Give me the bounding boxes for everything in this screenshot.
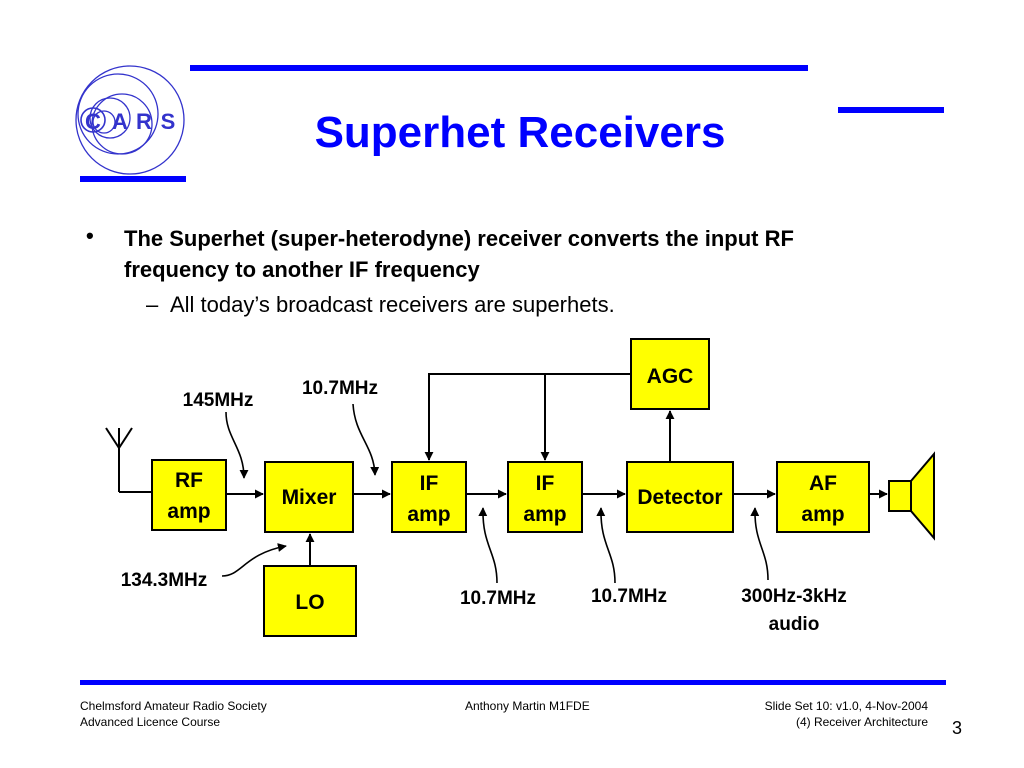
speaker-icon bbox=[888, 451, 935, 541]
detector-block bbox=[626, 461, 734, 533]
af-amp-label-line1: AF bbox=[809, 472, 837, 495]
if1-freq-callout bbox=[478, 507, 498, 584]
antenna-icon bbox=[105, 427, 133, 492]
audio-freq-label-line2: audio bbox=[769, 614, 820, 635]
footer-left: Chelmsford Amateur Radio Society Advance… bbox=[80, 698, 267, 730]
if-amp-2-label-line1: IF bbox=[536, 472, 555, 495]
mixer-freq-callout bbox=[352, 403, 380, 476]
audio-freq-callout bbox=[750, 507, 769, 581]
logo-letter-a: A bbox=[112, 109, 128, 134]
audio-freq-label-line1: 300Hz-3kHz bbox=[741, 586, 847, 607]
if-amp-2-block bbox=[507, 461, 583, 533]
footer-rule bbox=[80, 680, 946, 685]
lo-freq-label: 134.3MHz bbox=[121, 570, 208, 591]
top-rule bbox=[190, 65, 808, 71]
rf-freq-label: 145MHz bbox=[183, 390, 254, 411]
mixer-out-freq-label: 10.7MHz bbox=[302, 378, 378, 399]
agc-label: AGC bbox=[647, 365, 694, 388]
if2-freq-callout bbox=[596, 507, 616, 584]
agc-to-if1-feedback bbox=[424, 373, 631, 461]
sub-bullet-marker: – bbox=[146, 292, 159, 317]
footer-slide-set: Slide Set 10: v1.0, 4-Nov-2004 bbox=[764, 699, 928, 713]
af-amp-block bbox=[776, 461, 870, 533]
footer-author: Anthony Martin M1FDE bbox=[465, 699, 590, 713]
page-number: 3 bbox=[952, 718, 963, 738]
mixer-label: Mixer bbox=[282, 486, 337, 509]
footer-course: Advanced Licence Course bbox=[80, 715, 221, 729]
rf-amp-block bbox=[151, 459, 227, 531]
if1-out-freq-label: 10.7MHz bbox=[460, 588, 536, 609]
logo-letter-s: S bbox=[161, 109, 176, 134]
if-amp-2-label-line2: amp bbox=[523, 503, 566, 526]
lo-block bbox=[263, 565, 357, 637]
lo-freq-callout bbox=[221, 543, 287, 577]
mixer-block bbox=[264, 461, 354, 533]
main-bullet: The Superhet (super-heterodyne) receiver… bbox=[124, 223, 924, 285]
slide-title: Superhet Receivers bbox=[314, 108, 726, 157]
footer-section: (4) Receiver Architecture bbox=[795, 715, 928, 729]
bullet-marker: • bbox=[86, 223, 94, 248]
lo-label: LO bbox=[295, 591, 324, 614]
detector-label: Detector bbox=[637, 486, 722, 509]
if-amp-1-label-line2: amp bbox=[407, 503, 450, 526]
footer-right: Slide Set 10: v1.0, 4-Nov-2004 (4) Recei… bbox=[680, 698, 928, 730]
agc-block bbox=[630, 338, 710, 410]
if-amp-1-label-line1: IF bbox=[420, 472, 439, 495]
logo-underline-bar bbox=[80, 176, 186, 182]
right-accent-bar bbox=[838, 107, 944, 113]
rf-amp-label-line1: RF bbox=[175, 469, 203, 492]
af-amp-label-line2: amp bbox=[801, 503, 844, 526]
cars-logo: C A R S bbox=[75, 65, 185, 175]
main-bullet-line2: frequency to another IF frequency bbox=[124, 257, 480, 282]
logo-letter-r: R bbox=[136, 109, 152, 134]
main-bullet-line1: The Superhet (super-heterodyne) receiver… bbox=[124, 226, 794, 251]
rf-amp-label-line2: amp bbox=[167, 500, 210, 523]
rf-freq-callout bbox=[225, 411, 249, 479]
logo-letter-c: C bbox=[85, 109, 101, 134]
footer-organisation: Chelmsford Amateur Radio Society bbox=[80, 699, 267, 713]
sub-bullet: All today’s broadcast receivers are supe… bbox=[170, 292, 615, 317]
if-amp-1-block bbox=[391, 461, 467, 533]
if2-out-freq-label: 10.7MHz bbox=[591, 586, 667, 607]
